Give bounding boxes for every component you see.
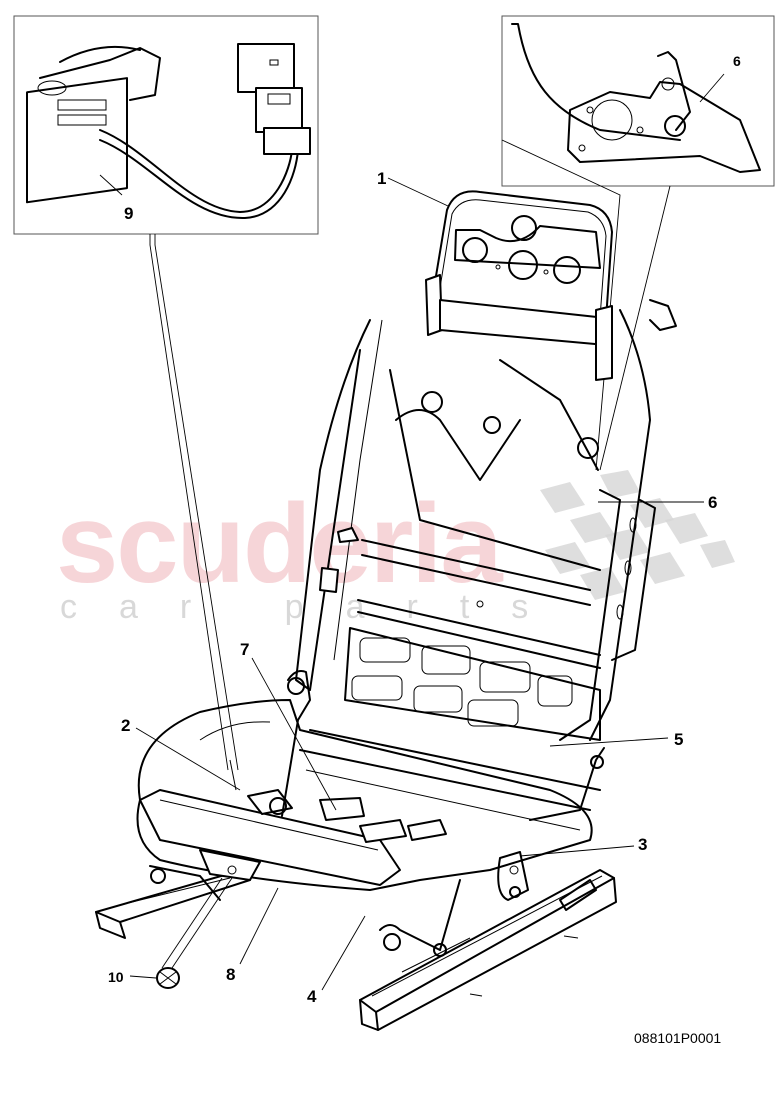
backrest-sides bbox=[295, 299, 677, 741]
callout-9: 9 bbox=[124, 204, 134, 223]
inset-control-unit bbox=[13, 15, 319, 235]
callout-7: 7 bbox=[240, 640, 250, 659]
callout-2: 2 bbox=[121, 716, 131, 735]
checkered-flag-watermark bbox=[540, 470, 735, 600]
seat-rails bbox=[95, 747, 617, 1031]
clip-part-10 bbox=[156, 967, 180, 989]
callout-6: 6 bbox=[708, 493, 718, 512]
backrest-frame bbox=[425, 190, 613, 381]
callout-8: 8 bbox=[226, 965, 236, 984]
callout-10: 10 bbox=[108, 969, 124, 985]
callout-4: 4 bbox=[307, 987, 317, 1006]
watermark-tagline: car parts bbox=[60, 588, 571, 626]
callout-3: 3 bbox=[638, 835, 648, 854]
callout-6-inset: 6 bbox=[733, 53, 741, 69]
callout-1: 1 bbox=[377, 169, 387, 188]
seat-pan-frame bbox=[136, 670, 601, 891]
drawing-code: 088101P0001 bbox=[634, 1030, 722, 1046]
watermark-brand: scuderia bbox=[56, 481, 503, 606]
callout-leaders bbox=[129, 177, 704, 991]
backrest-panel bbox=[319, 359, 601, 741]
callout-5: 5 bbox=[674, 730, 684, 749]
inset-recliner-mechanism bbox=[501, 15, 775, 187]
